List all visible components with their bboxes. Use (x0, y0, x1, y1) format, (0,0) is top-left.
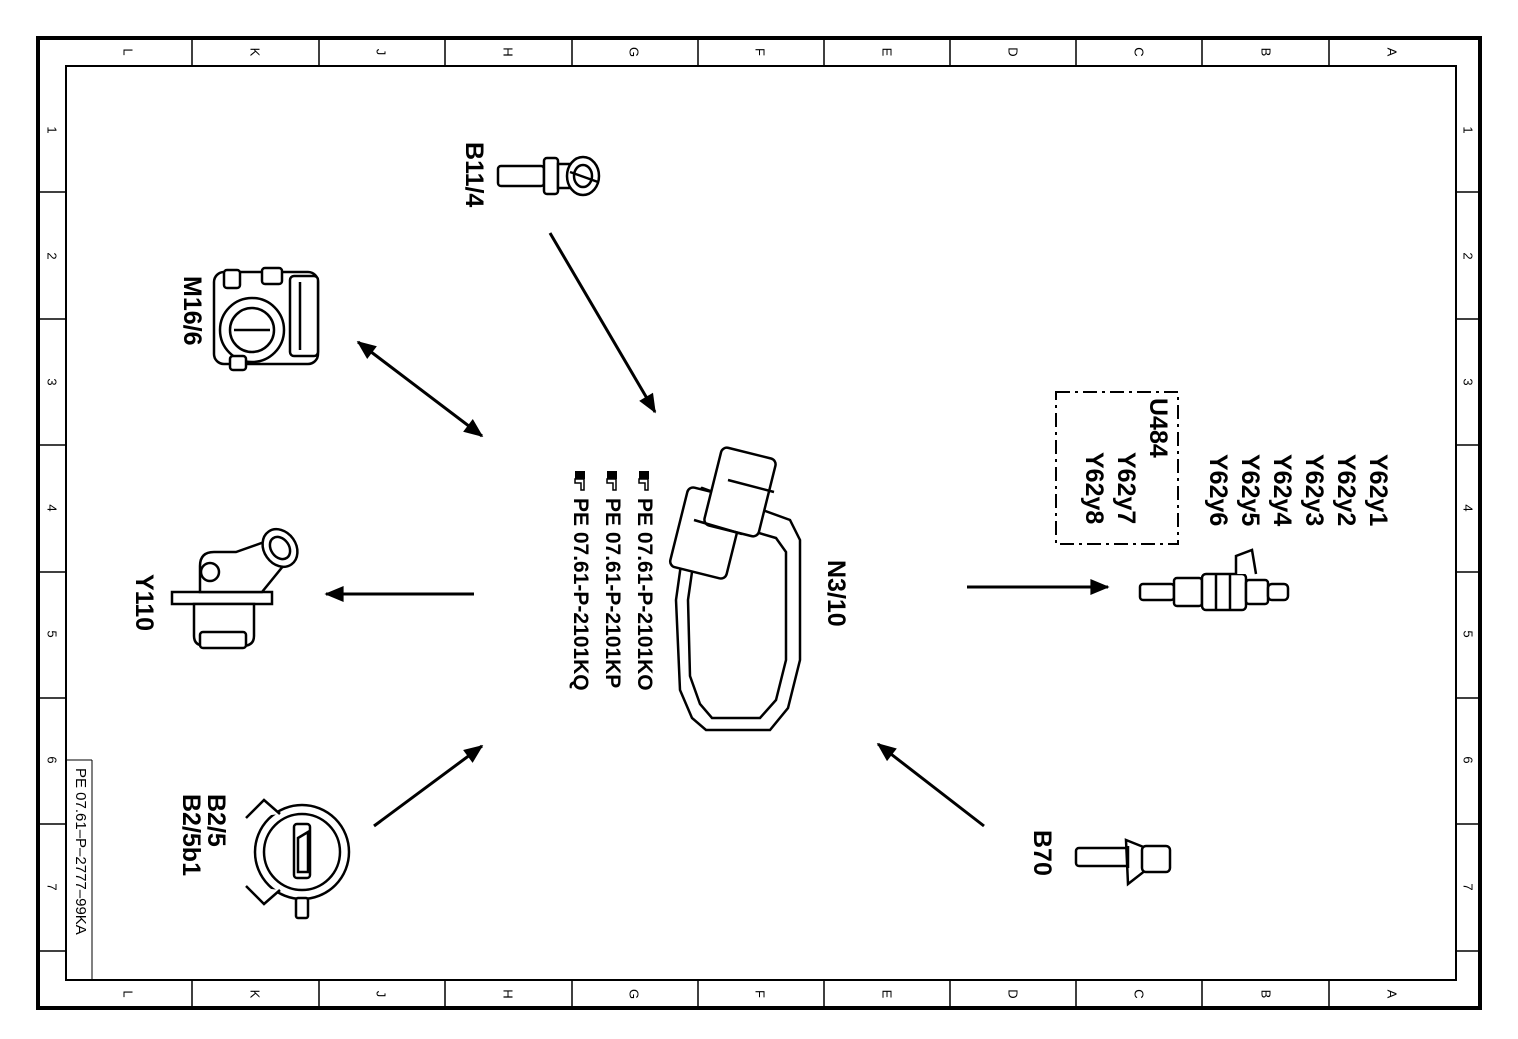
ecu-reference-1[interactable]: PE 07.61-P-2101KO (628, 470, 660, 691)
column-letter-top: G (626, 46, 642, 58)
row-number-left: 2 (44, 252, 60, 260)
column-letter-top: D (1005, 47, 1021, 57)
injector-label: Y62y4 (1268, 454, 1296, 527)
injector-label: Y62y5 (1236, 454, 1264, 527)
arrow-b2-5-to-ecu (373, 744, 484, 828)
label-m16-6: M16/6 (178, 276, 206, 346)
column-ticks (191, 38, 1330, 1008)
u484-title: U484 (1144, 398, 1172, 458)
column-letter-bottom: G (626, 988, 642, 1000)
injector-label: Y62y2 (1332, 454, 1360, 527)
u484-label-list: U484 Y62y7 Y62y8 (1078, 398, 1174, 524)
label-n3-10: N3/10 (822, 560, 850, 627)
row-number-right: 2 (1460, 252, 1476, 260)
column-letter-bottom: A (1384, 989, 1400, 999)
row-number-right: 4 (1460, 504, 1476, 512)
hand-pointer-icon (638, 471, 649, 491)
row-number-left: 5 (44, 630, 60, 638)
arrow-b70-to-ecu (876, 742, 985, 828)
row-number-left: 7 (44, 883, 60, 891)
injector-label: Y62y3 (1300, 454, 1328, 527)
row-number-left: 4 (44, 504, 60, 512)
column-letter-top: L (120, 48, 136, 56)
label-b2-5b1: B2/5b1 (177, 794, 205, 876)
column-letter-top: H (500, 47, 516, 57)
throttle-body-icon (212, 266, 320, 372)
ecu-reference-text: PE 07.61-P-2101KP (601, 498, 624, 689)
thermostat-housing-icon (170, 527, 299, 650)
ecu-reference-2[interactable]: PE 07.61-P-2101KP (596, 470, 628, 691)
column-letter-bottom: D (1005, 989, 1021, 999)
label-b11-4: B11/4 (460, 142, 488, 208)
ecu-reference-3[interactable]: PE 07.61-P-2101KQ (564, 470, 596, 691)
row-number-left: 3 (44, 378, 60, 386)
column-letter-top: C (1131, 47, 1147, 57)
ecu-reference-text: PE 07.61-P-2101KQ (569, 498, 592, 691)
label-b70: B70 (1028, 830, 1056, 876)
hand-pointer-icon (574, 471, 585, 491)
column-letter-top: J (373, 48, 389, 56)
column-letter-bottom: C (1131, 989, 1147, 999)
injector-label: Y62y6 (1204, 454, 1232, 527)
ecu-reference-list: PE 07.61-P-2101KO PE 07.61-P-2101KP PE 0… (564, 470, 660, 691)
row-number-right: 3 (1460, 378, 1476, 386)
column-letter-top: F (752, 48, 768, 56)
column-letter-bottom: B (1258, 989, 1274, 999)
u484-item: Y62y7 (1112, 452, 1140, 525)
hand-pointer-icon (606, 471, 617, 491)
column-letter-top: B (1258, 47, 1274, 57)
row-number-right: 1 (1460, 126, 1476, 134)
inner-frame (65, 65, 1457, 981)
column-letter-bottom: H (500, 989, 516, 999)
column-letter-bottom: K (247, 989, 263, 999)
fuel-injector-icon (1138, 548, 1290, 612)
u484-item: Y62y8 (1080, 452, 1108, 525)
column-letter-bottom: E (879, 989, 895, 999)
column-letter-top: E (879, 47, 895, 57)
arrow-ecu-m16-6-bidirectional (356, 340, 484, 438)
row-number-right: 5 (1460, 630, 1476, 638)
injector-label: Y62y1 (1364, 454, 1392, 527)
air-mass-sensor-icon (245, 798, 351, 920)
row-ticks (38, 191, 1480, 952)
u484-group-box (1055, 391, 1179, 545)
row-number-left: 1 (44, 126, 60, 134)
column-letter-bottom: L (120, 990, 136, 998)
column-letter-top: A (1384, 47, 1400, 57)
column-letter-bottom: F (752, 990, 768, 998)
row-number-right: 6 (1460, 756, 1476, 764)
outer-frame (36, 36, 1482, 1010)
label-y110: Y110 (130, 574, 158, 632)
temperature-sensor-icon (496, 155, 601, 197)
crankshaft-sensor-icon (1074, 838, 1172, 887)
row-number-left: 6 (44, 756, 60, 764)
column-letter-bottom: J (373, 990, 389, 998)
column-letter-top: K (247, 47, 263, 57)
label-b2-5: B2/5 (202, 794, 230, 847)
arrow-b11-4-to-ecu (548, 232, 657, 414)
drawing-number: PE 07.61–P–2777–99KA (72, 768, 89, 935)
injector-label-list: Y62y1 Y62y2 Y62y3 Y62y4 Y62y5 Y62y6 (1202, 454, 1394, 526)
ecu-reference-text: PE 07.61-P-2101KO (633, 498, 656, 691)
row-number-right: 7 (1460, 883, 1476, 891)
ecu-module-icon (668, 446, 802, 732)
label-b2-5-group: B2/5 B2/5b1 (177, 794, 230, 876)
